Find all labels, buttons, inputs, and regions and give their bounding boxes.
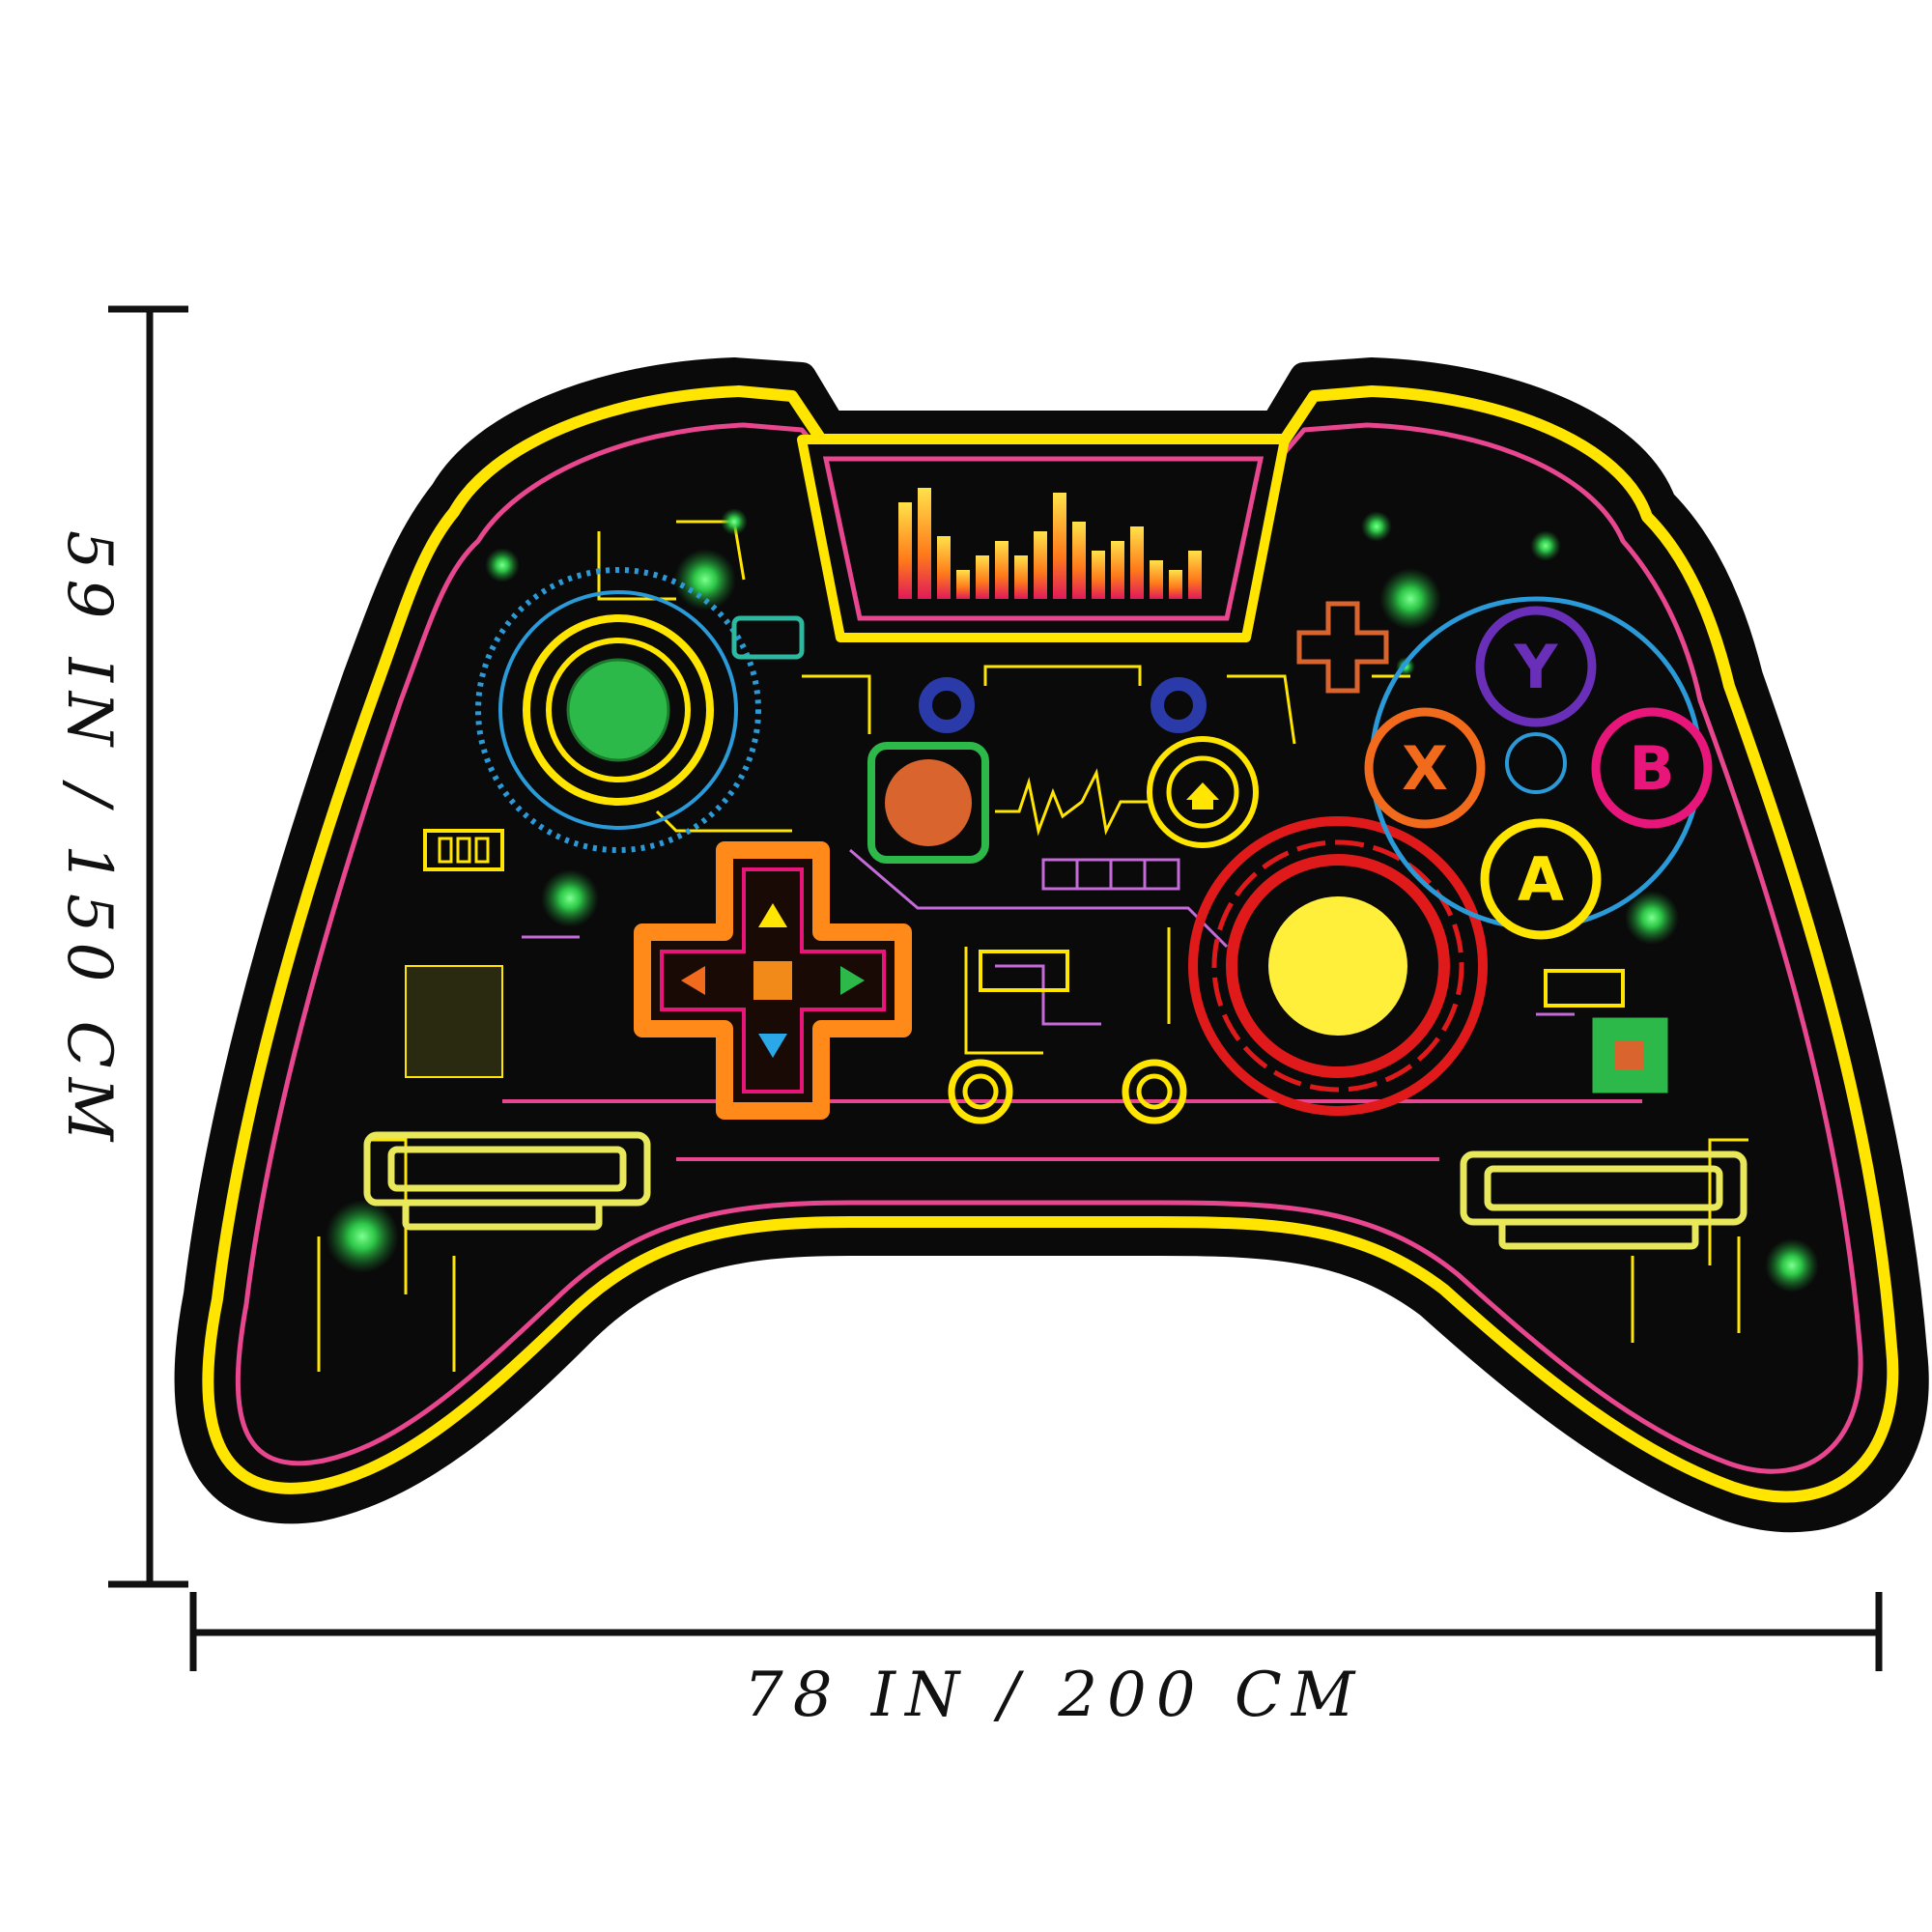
width-dimension-line [189,1592,1883,1671]
height-dimension-label: 59 IN / 150 CM [53,529,125,1151]
circuit-traces-pink [522,848,1575,1026]
x-button: X [1364,707,1486,829]
d-pad [634,841,912,1120]
b-button-label: B [1629,733,1674,804]
equalizer-display [898,488,1202,599]
left-bumper [363,1131,651,1231]
y-button-label: Y [1514,632,1559,702]
b-button: B [1591,707,1713,829]
home-button [1147,736,1259,848]
select-start-rings [919,677,1207,733]
y-button: Y [1475,606,1597,727]
controller-body [174,357,1929,1533]
right-joystick [1188,816,1488,1116]
circuit-traces [317,520,1748,1372]
glow-lights [326,508,1819,1293]
center-button [867,742,1150,864]
x-button-label: X [1402,733,1448,804]
left-joystick [475,567,761,853]
width-dimension-label: 78 IN / 200 CM [744,1660,1365,1731]
right-bumper [1460,1151,1747,1250]
height-dimension-line [108,305,188,1588]
lower-rings [948,1059,1187,1124]
a-button: A [1480,818,1602,940]
plus-icon [1296,601,1389,694]
circuit-chips [405,615,1668,1094]
a-button-label: A [1518,844,1564,915]
